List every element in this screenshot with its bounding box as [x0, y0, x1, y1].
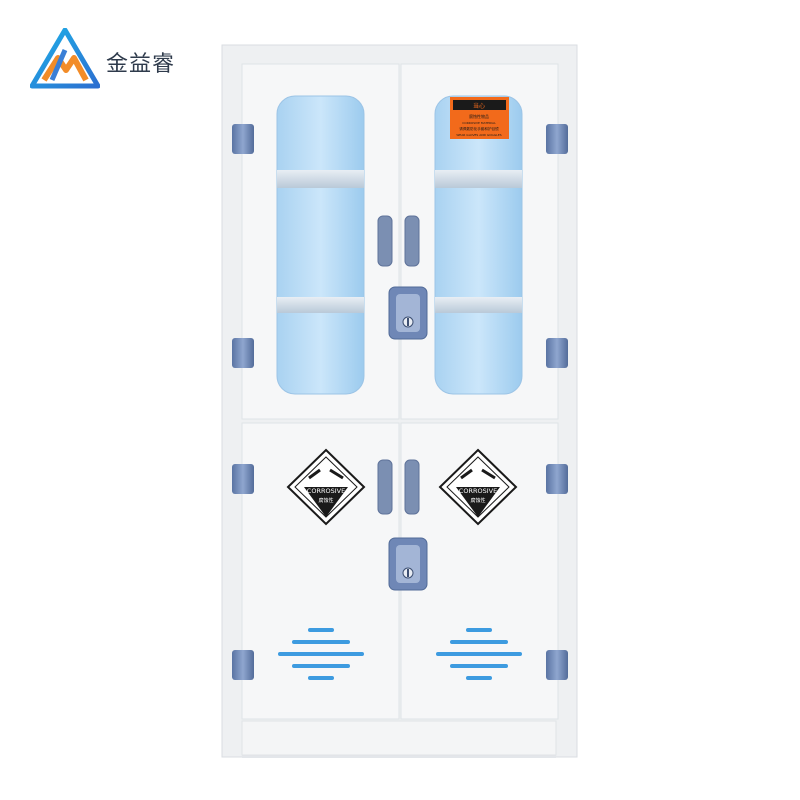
hinge-icon	[232, 124, 254, 680]
brand-name: 金益睿	[106, 52, 176, 77]
upper-lock-icon[interactable]	[388, 286, 428, 340]
svg-text:CORROSIVE: CORROSIVE	[307, 487, 345, 495]
lower-right-handle[interactable]	[404, 459, 420, 515]
right-vent	[436, 628, 522, 680]
left-vent	[278, 628, 364, 680]
right-glass-window	[434, 95, 523, 395]
upper-left-handle[interactable]	[377, 215, 393, 267]
svg-text:当心: 当心	[473, 102, 485, 110]
corrosive-warning-icon: CORROSIVE 腐蚀性	[438, 448, 518, 526]
lower-lock-icon[interactable]	[388, 537, 428, 591]
brand-logo-icon	[30, 28, 100, 89]
hinge-icon	[546, 124, 568, 680]
caution-label: 当心 腐蚀性物品 CORROSIVE MATERIAL 请佩戴防化手套和护目镜 …	[450, 97, 509, 139]
lower-left-handle[interactable]	[377, 459, 393, 515]
svg-text:CORROSIVE: CORROSIVE	[459, 487, 497, 495]
svg-text:CORROSIVE MATERIAL: CORROSIVE MATERIAL	[462, 121, 496, 125]
svg-text:腐蚀性物品: 腐蚀性物品	[469, 113, 489, 119]
corrosive-warning-icon: CORROSIVE 腐蚀性	[286, 448, 366, 526]
left-glass-window	[276, 95, 365, 395]
svg-text:请佩戴防化手套和护目镜: 请佩戴防化手套和护目镜	[459, 126, 499, 131]
svg-text:腐蚀性: 腐蚀性	[470, 497, 485, 504]
upper-right-handle[interactable]	[404, 215, 420, 267]
svg-text:WEAR GLOVES AND GOGGLES: WEAR GLOVES AND GOGGLES	[456, 133, 501, 137]
svg-text:腐蚀性: 腐蚀性	[318, 497, 333, 504]
